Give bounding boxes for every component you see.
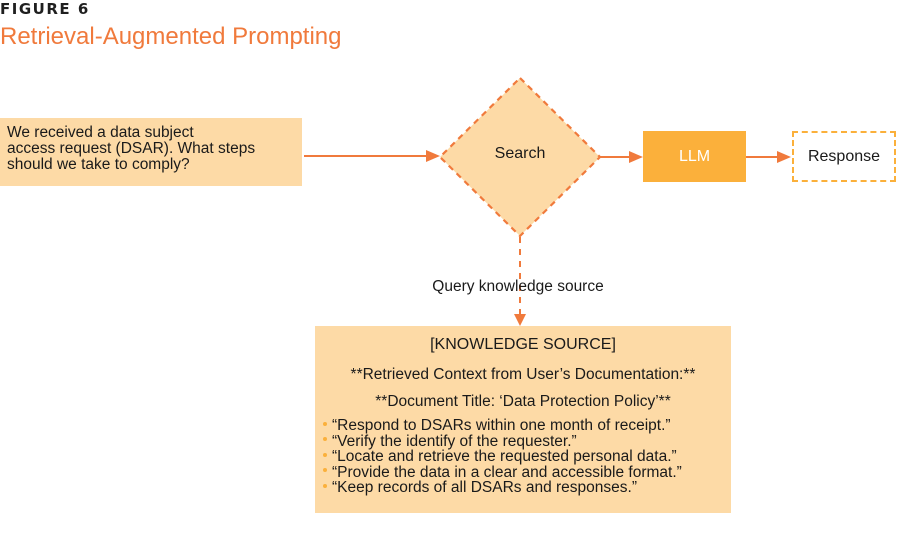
question-line: should we take to comply? [7, 156, 190, 173]
bullet-icon [323, 437, 327, 442]
list-item-text: “Verify the identify of the requester.” [332, 432, 577, 450]
list-item: “Keep records of all DSARs and responses… [323, 480, 682, 496]
bullet-icon [323, 452, 327, 457]
response-label: Response [807, 147, 881, 165]
retrieved-context-title: **Retrieved Context from User’s Document… [350, 366, 696, 383]
list-item-text: “Provide the data in a clear and accessi… [332, 463, 682, 481]
bullet-icon [323, 468, 327, 473]
knowledge-source-box: [KNOWLEDGE SOURCE] **Retrieved Context f… [315, 326, 731, 513]
question-line: access request (DSAR). What steps [7, 140, 256, 157]
document-title: **Document Title: ‘Data Protection Polic… [375, 393, 671, 410]
list-item-text: “Respond to DSARs within one month of re… [332, 417, 671, 434]
llm-label: LLM [678, 147, 711, 165]
arrowhead-icon [426, 150, 440, 162]
list-item: “Provide the data in a clear and accessi… [323, 463, 682, 481]
policy-list: “Respond to DSARs within one month of re… [323, 418, 682, 496]
llm-box: LLM [643, 131, 746, 182]
arrowhead-icon [777, 151, 791, 163]
list-item: “Respond to DSARs within one month of re… [323, 418, 682, 434]
figure-title: Retrieval-Augmented Prompting [0, 23, 342, 50]
bullet-icon [323, 421, 327, 426]
bullet-icon [323, 483, 327, 488]
list-item-text: “Locate and retrieve the requested perso… [332, 448, 677, 465]
arrowhead-icon [514, 314, 526, 326]
response-box: Response [792, 131, 896, 182]
knowledge-source-heading: [KNOWLEDGE SOURCE] [430, 336, 616, 353]
list-item: “Locate and retrieve the requested perso… [323, 449, 682, 465]
search-label: Search [494, 145, 546, 162]
query-knowledge-label: Query knowledge source [432, 278, 604, 295]
question-box: We received a data subject access reques… [0, 118, 302, 186]
search-diamond [438, 76, 602, 238]
list-item: “Verify the identify of the requester.” [323, 432, 682, 450]
figure-label: FIGURE 6 [0, 0, 90, 18]
list-item-text: “Keep records of all DSARs and responses… [332, 479, 637, 496]
question-line: We received a data subject [7, 124, 194, 141]
arrowhead-icon [629, 151, 643, 163]
